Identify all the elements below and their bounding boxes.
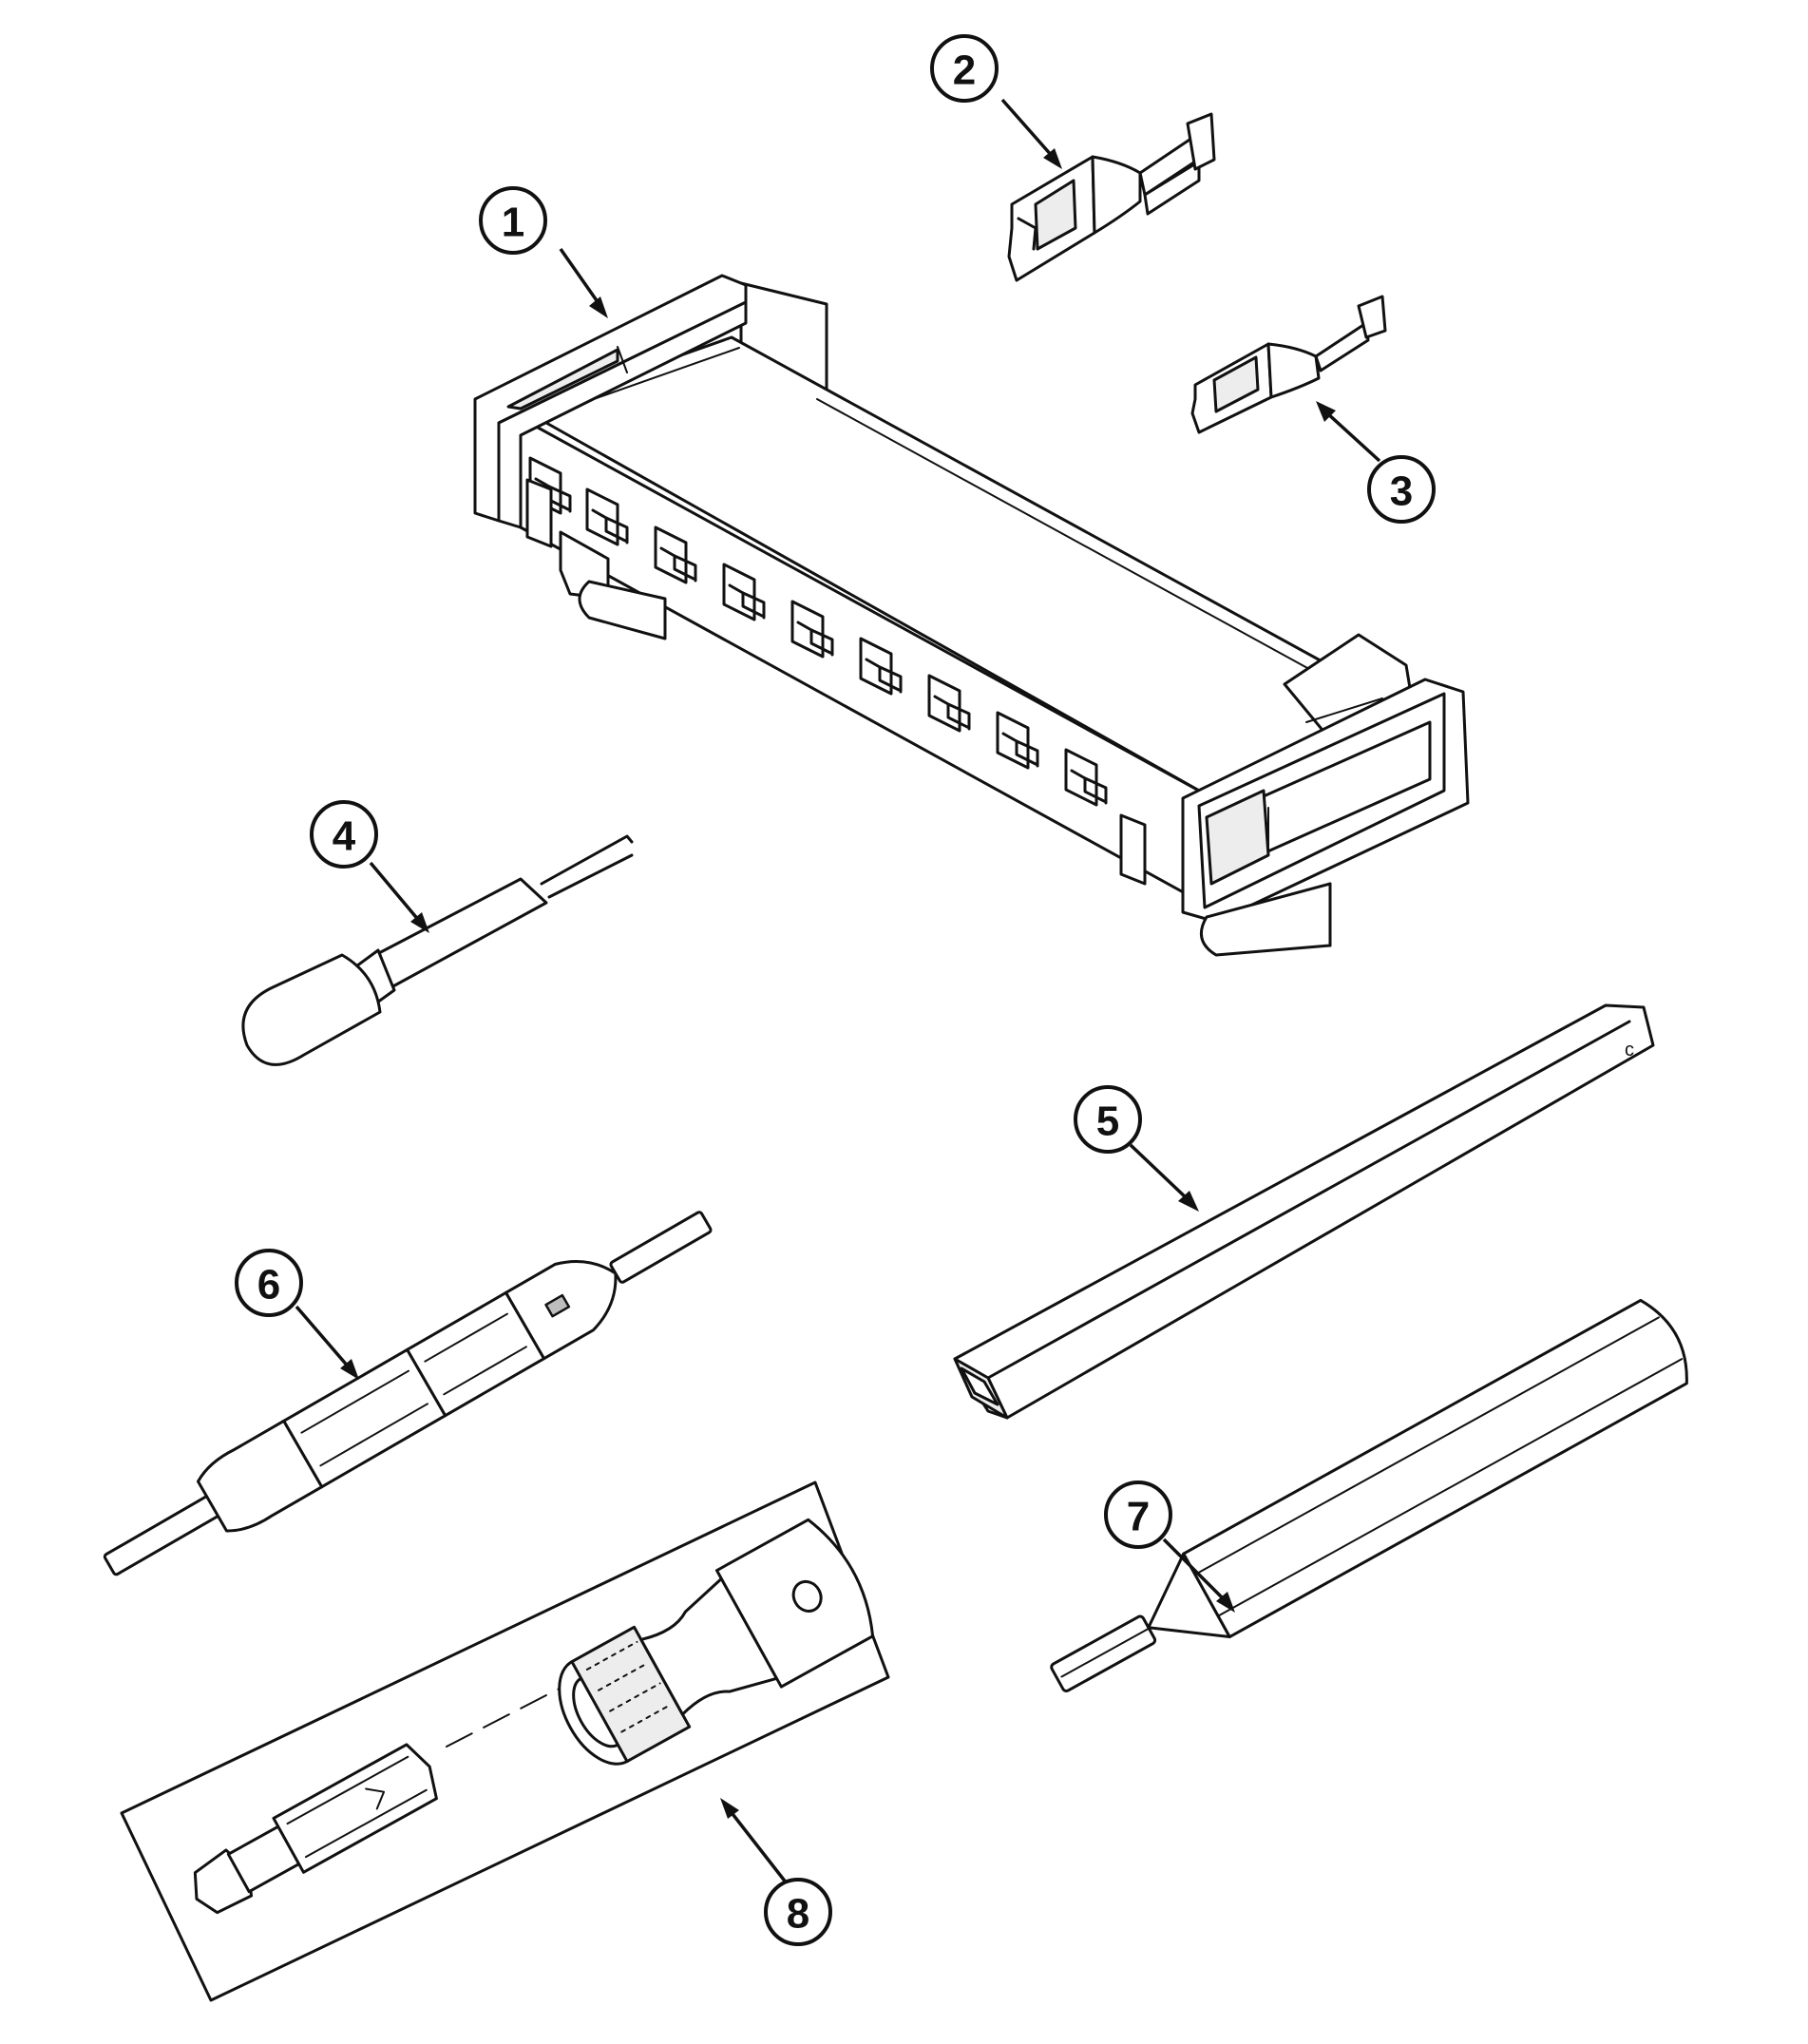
torx-bit-socket-set-icon <box>122 1482 888 2000</box>
callout-1: 1 <box>481 188 545 253</box>
callout-6: 6 <box>237 1251 301 1315</box>
callout-8-number: 8 <box>787 1891 809 1938</box>
callout-7-number: 7 <box>1127 1494 1150 1540</box>
callout-1-number: 1 <box>502 200 524 246</box>
terminal-connector-housing-icon <box>475 276 1468 955</box>
callout-3: 3 <box>1369 457 1434 522</box>
callout-2: 2 <box>932 36 997 101</box>
callout-5-number: 5 <box>1096 1098 1119 1145</box>
callout-leaders <box>296 100 1380 1883</box>
terminal-release-probe-icon <box>243 836 632 1064</box>
double-ended-pin-tool-icon <box>90 1188 725 1598</box>
large-terminal-pin-icon <box>1009 114 1214 280</box>
callout-6-number: 6 <box>257 1262 280 1309</box>
small-terminal-pin-icon <box>1192 296 1385 432</box>
terminal-slots <box>527 458 1145 884</box>
square-tube-tool-icon: c <box>955 1005 1653 1418</box>
callout-7: 7 <box>1106 1482 1170 1547</box>
hex-key-driver-icon <box>1034 1293 1699 1720</box>
svg-text:c: c <box>1625 1040 1634 1060</box>
callout-4: 4 <box>312 802 376 867</box>
callout-2-number: 2 <box>953 48 976 94</box>
callout-4-number: 4 <box>333 813 356 860</box>
callout-5: 5 <box>1075 1087 1140 1152</box>
callout-3-number: 3 <box>1390 468 1413 515</box>
callout-8: 8 <box>766 1880 830 1944</box>
